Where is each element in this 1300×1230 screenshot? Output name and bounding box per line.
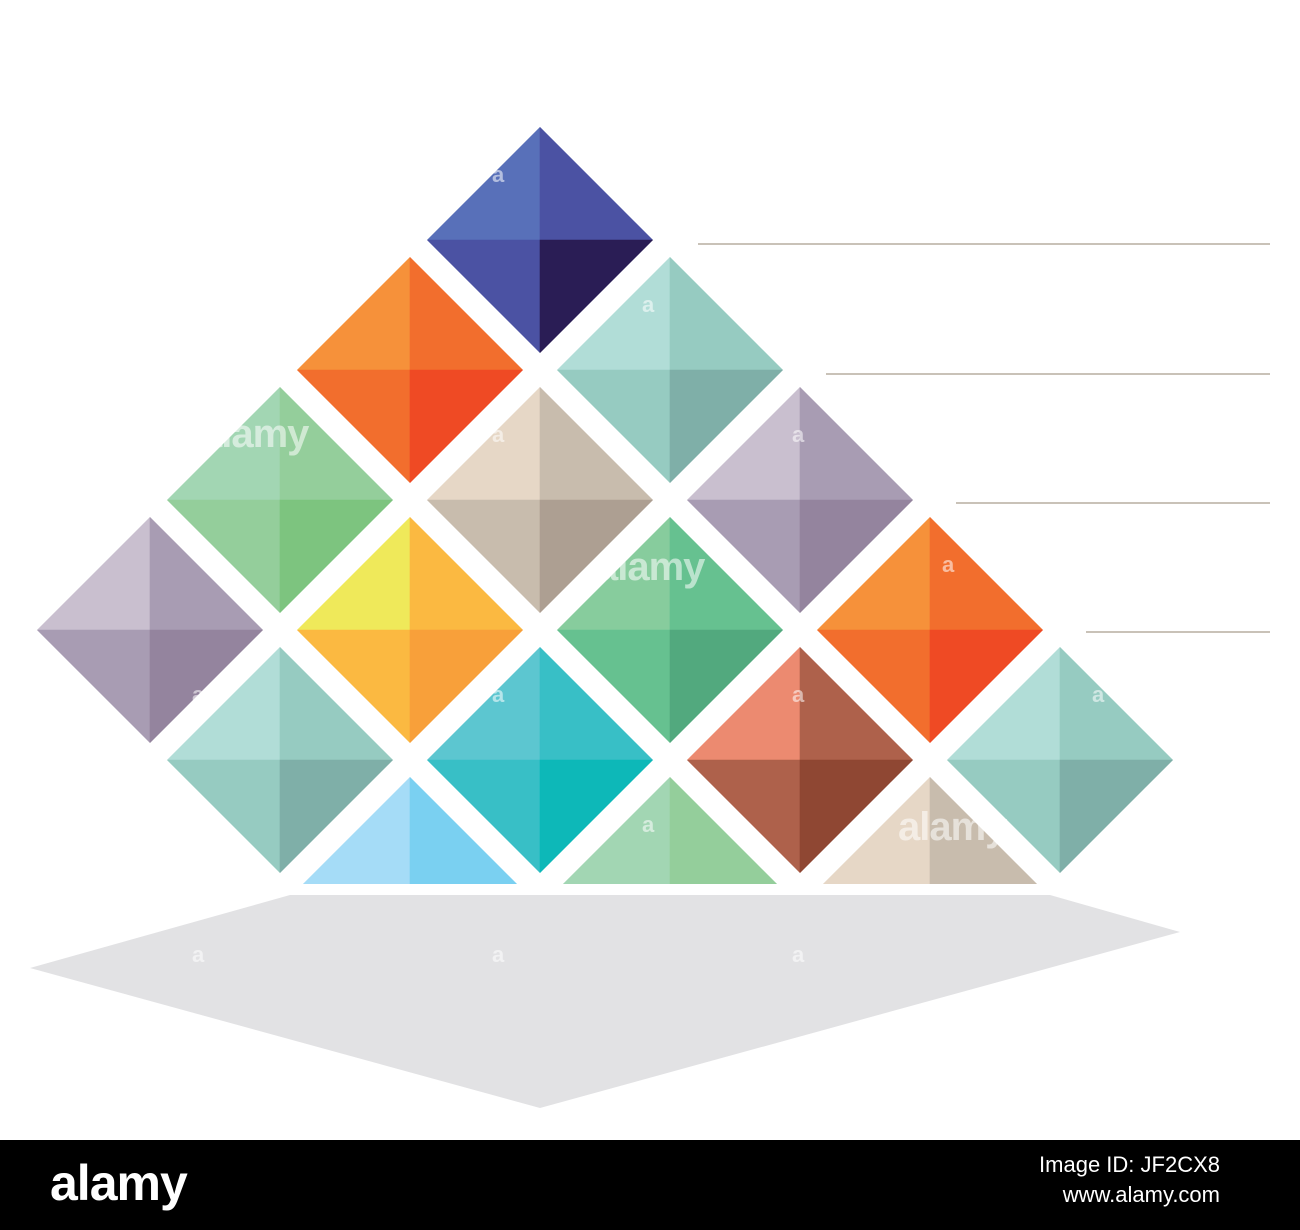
pyramid-tiles xyxy=(27,117,1183,888)
pyramid-base xyxy=(280,884,1060,892)
tile-border xyxy=(27,507,273,753)
tile-border xyxy=(549,767,791,888)
pyramid-tile xyxy=(157,637,403,883)
pyramid-tile xyxy=(417,637,663,883)
tile-border xyxy=(287,507,533,753)
pyramid-tile xyxy=(547,507,793,753)
pyramid-tile xyxy=(677,377,923,623)
pyramid-tile xyxy=(27,507,273,753)
tile-border xyxy=(937,637,1183,883)
tile-border xyxy=(677,637,923,883)
footer-image-id: Image ID: JF2CX8 xyxy=(1039,1152,1220,1177)
pyramid-shadow xyxy=(30,895,1180,1108)
pyramid-tile xyxy=(287,507,533,753)
pyramid-tile xyxy=(289,767,531,888)
connector-lines xyxy=(698,243,1270,633)
tile-border xyxy=(677,377,923,623)
tile-border xyxy=(807,507,1053,753)
pyramid-tile xyxy=(547,247,793,493)
footer-bar: alamy Image ID: JF2CX8 www.alamy.com xyxy=(0,1140,1300,1230)
pyramid-tile xyxy=(809,767,1051,888)
footer-url: www.alamy.com xyxy=(1062,1182,1220,1207)
tile-border xyxy=(417,637,663,883)
tile-border xyxy=(809,767,1051,888)
pyramid-tile xyxy=(157,377,403,623)
tile-border xyxy=(289,767,531,888)
pyramid-diagram xyxy=(27,117,1270,1108)
pyramid-tile xyxy=(549,767,791,888)
tile-border xyxy=(417,117,663,363)
pyramid-tile xyxy=(807,507,1053,753)
footer-logo: alamy xyxy=(50,1155,188,1211)
tile-border xyxy=(417,377,663,623)
pyramid-tile xyxy=(937,637,1183,883)
tile-border xyxy=(547,507,793,753)
pyramid-tile xyxy=(417,117,663,363)
pyramid-tile xyxy=(417,377,663,623)
tile-border xyxy=(157,637,403,883)
tile-border xyxy=(157,377,403,623)
tile-border xyxy=(547,247,793,493)
pyramid-tile xyxy=(287,247,533,493)
pyramid-tile xyxy=(677,637,923,883)
tile-border xyxy=(287,247,533,493)
